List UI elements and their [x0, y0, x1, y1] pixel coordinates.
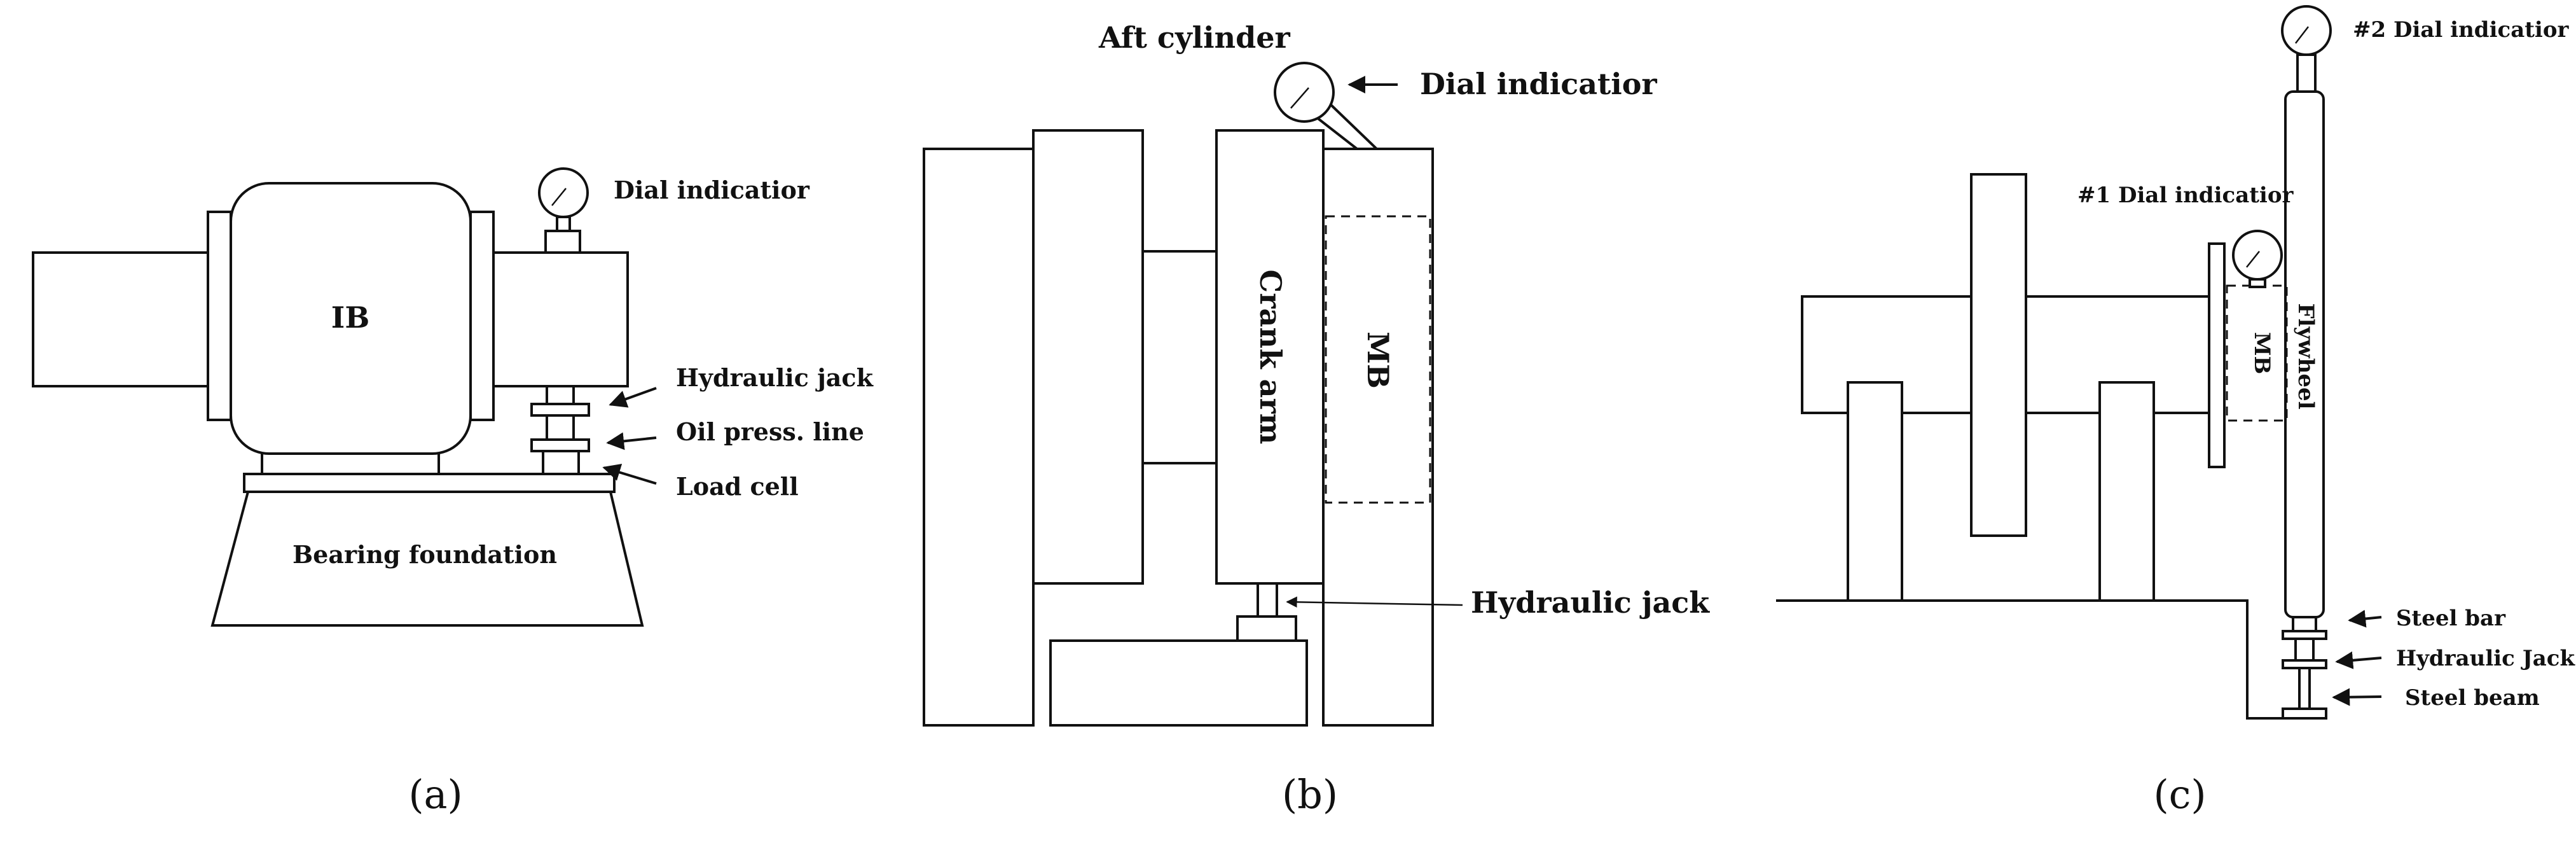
jack-plate-lower [530, 438, 590, 452]
dial1-label: #1 Dial indicatior [2077, 183, 2294, 208]
mb-label: MB [2249, 332, 2275, 374]
jack-stem-upper [546, 385, 575, 405]
shaft-left [32, 251, 209, 387]
dial2-gauge-icon [2281, 5, 2332, 56]
steel-bar [2292, 616, 2317, 632]
jack-body [1236, 615, 1297, 642]
oil-arrow [606, 432, 657, 450]
foundation-plate [243, 473, 616, 493]
foundation-label: Bearing foundation [293, 540, 557, 569]
jack-label: Hydraulic Jack [2396, 646, 2576, 671]
steelbar-label: Steel bar [2396, 606, 2506, 631]
main-bearing-block [1322, 148, 1434, 727]
support-left [1847, 381, 1903, 602]
flywheel-label: Flywheel [2293, 303, 2318, 410]
steelbeam-label: Steel beam [2405, 685, 2540, 711]
load-label: Load cell [676, 472, 799, 501]
ground-line [1776, 599, 2318, 720]
caption-b: (b) [1282, 771, 1338, 818]
crank-web [1970, 173, 2027, 537]
intermediate-bearing [230, 182, 472, 455]
crank-arm-label: Crank arm [1253, 270, 1288, 445]
steelbar-arrow [2348, 610, 2382, 628]
web-left-inner [1032, 129, 1144, 585]
jack-stem [2294, 637, 2315, 662]
dial-needle [551, 188, 567, 206]
aft-cylinder-label: Aft cylinder [1098, 20, 1290, 55]
steel-beam [2282, 707, 2327, 720]
jack-plate-upper [530, 403, 590, 417]
dial-needle [1290, 87, 1309, 109]
dial1-stem [2249, 278, 2266, 288]
jack-arrow [1286, 596, 1463, 608]
caption-a: (a) [408, 771, 462, 818]
support-right [2098, 381, 2155, 602]
web-left-outer [923, 148, 1035, 727]
dial-mount [544, 230, 581, 254]
mb-label: MB [1361, 331, 1395, 389]
caption-c: (c) [2153, 771, 2206, 818]
dial2-needle [2295, 26, 2309, 44]
jack-stem-mid [546, 414, 575, 441]
panel-a: IB Bearing foundation Dial indicatior Hy… [32, 167, 874, 818]
jack-arrow [2335, 651, 2382, 669]
base-block [1049, 639, 1308, 727]
jack-post [2298, 667, 2311, 710]
flange-plate [2208, 242, 2226, 468]
mb-dashed-outline [2226, 284, 2288, 422]
bearing-foundation [210, 491, 644, 627]
dial-gauge-icon [538, 167, 589, 218]
flange-right [469, 211, 495, 421]
jack-arrow [609, 387, 657, 408]
jack-stem [1257, 582, 1278, 618]
oil-label: Oil press. line [676, 417, 864, 446]
load-cell [542, 450, 580, 475]
panel-b: Aft cylinder Crank arm MB Dial indicatio… [923, 20, 1710, 818]
flange-left [207, 211, 232, 421]
dial1-needle [2246, 251, 2260, 268]
dial-label: Dial indicatior [614, 176, 810, 204]
shaft-right [469, 251, 629, 387]
ib-label: IB [331, 300, 369, 335]
panel-c: MB Flywheel #2 Dial indicatior #1 Dial i… [1776, 5, 2576, 818]
main-bearing-outline [1325, 215, 1431, 504]
load-arrow [602, 463, 657, 485]
dial2-stem [2296, 53, 2317, 93]
crank-pin [1141, 250, 1218, 464]
jack-label: Hydraulic jack [1471, 585, 1710, 620]
dial-label: Dial indicatior [1420, 67, 1657, 101]
jack-label: Hydraulic jack [676, 363, 874, 392]
dial1-gauge-icon [2232, 230, 2283, 281]
dial2-label: #2 Dial indicatior [2353, 17, 2570, 43]
